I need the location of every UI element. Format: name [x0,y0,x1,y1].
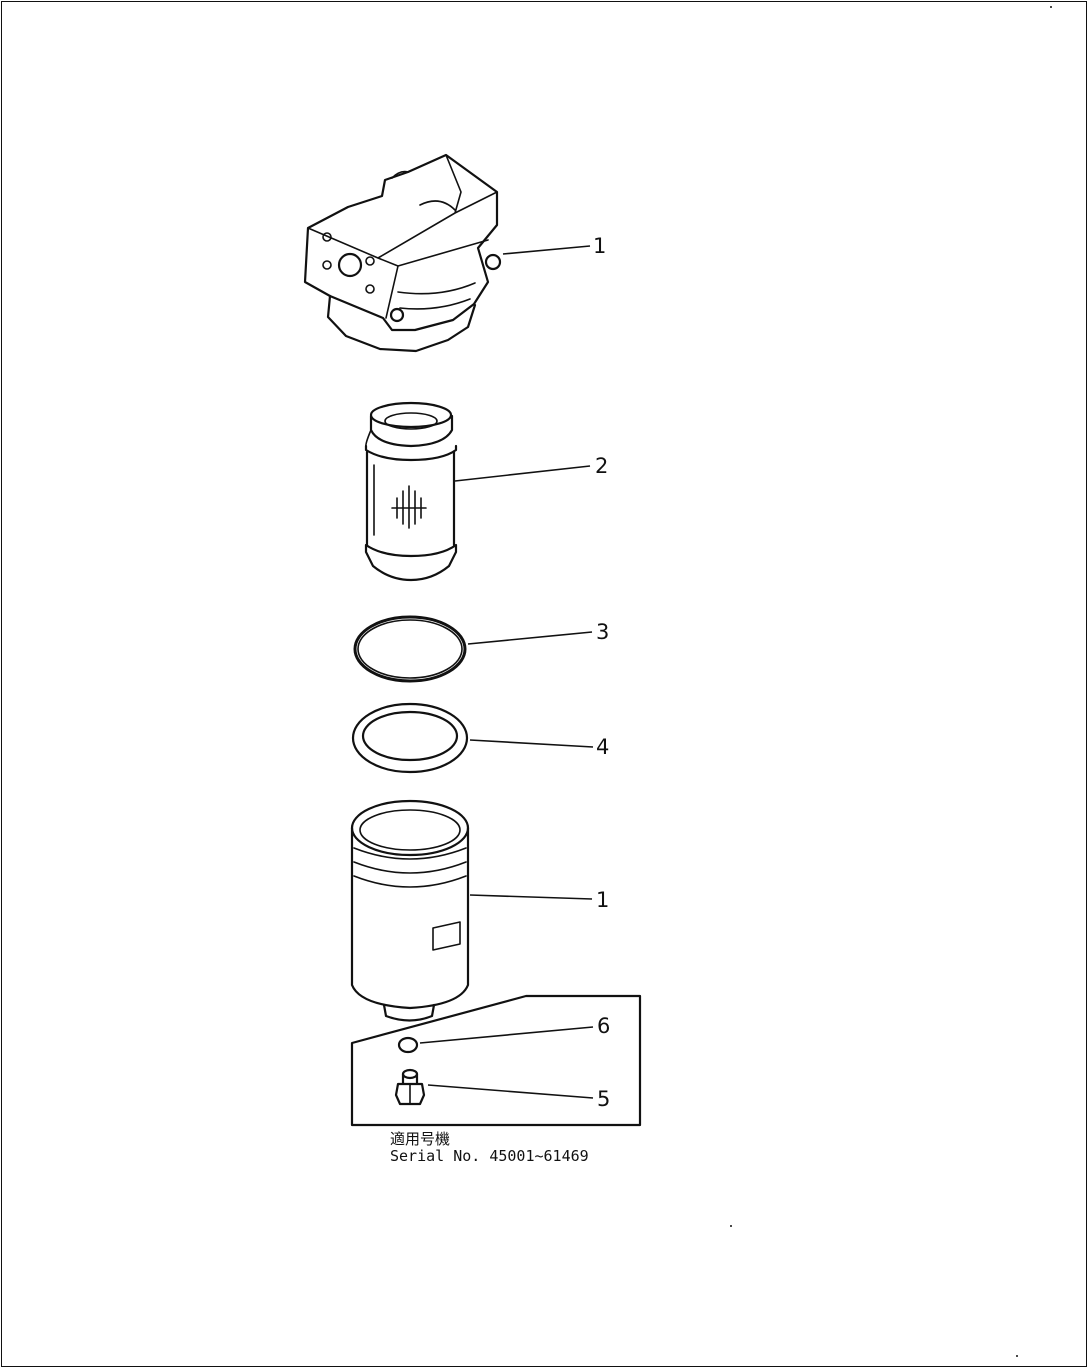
callout-gasket: 4 [596,735,609,759]
serial-label-cn: 適用号機 [390,1130,450,1148]
serial-number-label: Serial No. 45001~61469 [390,1147,589,1165]
filter-head-part[interactable] [303,153,502,353]
callout-o-ring: 3 [596,620,609,644]
scan-specks [730,6,1052,1357]
callout-bowl: 1 [596,888,609,912]
callout-head: 1 [593,234,606,258]
seal-part[interactable] [397,1036,419,1054]
drain-plug-part[interactable] [394,1068,426,1106]
gasket-part[interactable] [351,702,469,774]
o-ring-part[interactable] [353,615,467,683]
detail-inset-box [350,994,642,1127]
callout-drain-plug: 5 [597,1087,610,1111]
callout-element: 2 [595,454,608,478]
filter-element-part[interactable] [364,401,458,582]
callout-seal: 6 [597,1014,610,1038]
filter-bowl-part[interactable] [350,799,470,1022]
leader-lines [419,245,594,1099]
